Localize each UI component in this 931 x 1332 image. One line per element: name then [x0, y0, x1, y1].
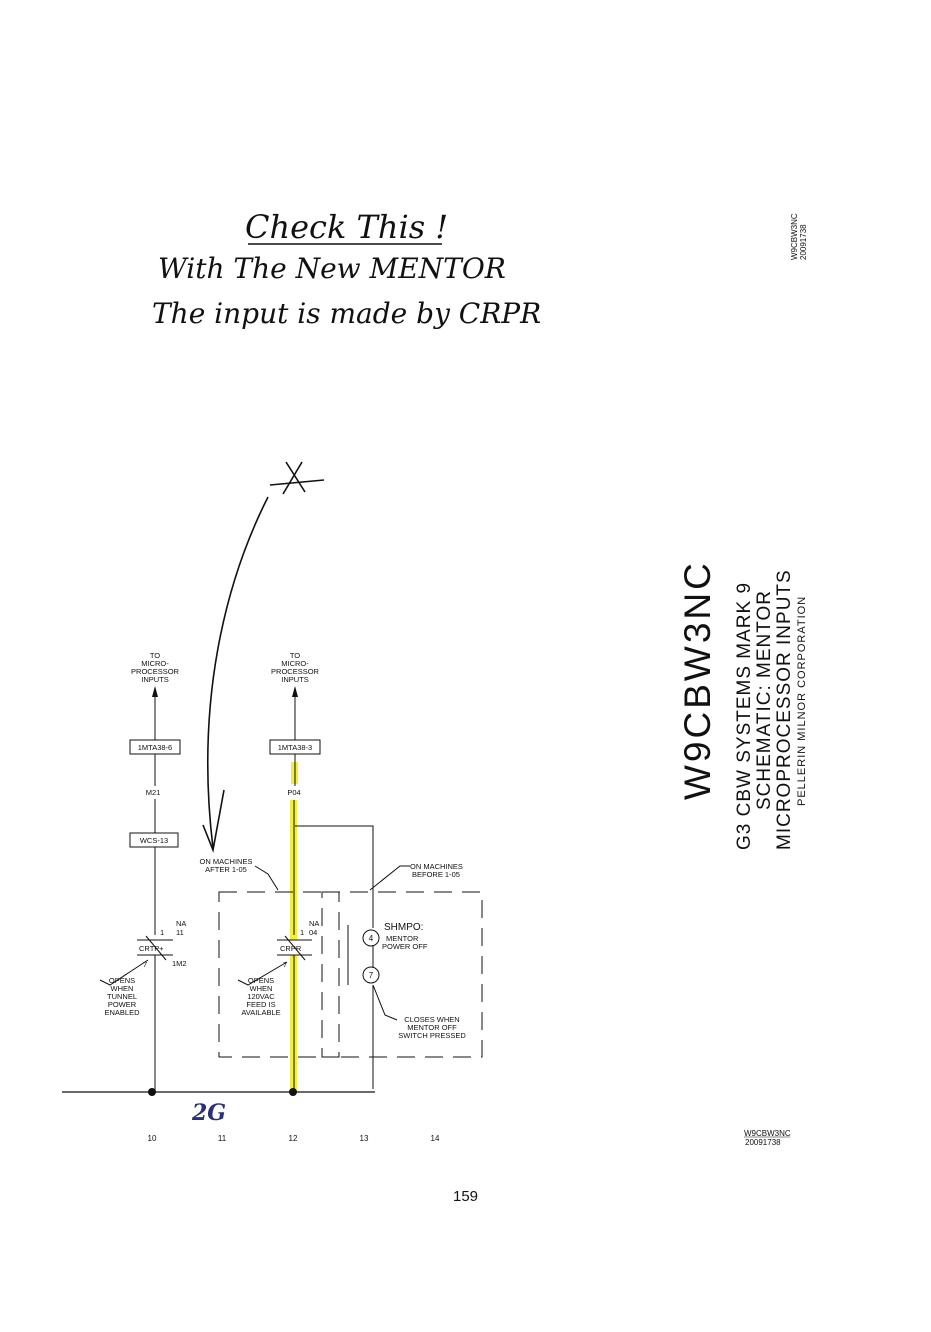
ground-node-right — [289, 1088, 297, 1096]
arrowhead — [202, 789, 225, 853]
left-circuit: TO MICRO- PROCESSOR INPUTS 1MTA38-6 M21 … — [99, 651, 187, 1092]
right-contact-slash — [284, 935, 306, 961]
after-1-05-box — [218, 891, 340, 1058]
switch-name: SHMPO: — [384, 922, 423, 933]
left-ref-label: 1M2 — [172, 959, 187, 968]
column-number: 12 — [289, 1134, 298, 1143]
left-dest-line2: MICRO- — [141, 659, 169, 668]
title-line-3: MICROPROCESSOR INPUTS — [774, 569, 795, 850]
drawing-code-bottom-line1: W9CBW3NC — [744, 1129, 791, 1138]
left-na-bottom: 11 — [176, 928, 184, 937]
left-contact-slash — [145, 935, 167, 961]
right-note-leader — [237, 961, 288, 986]
switch-pin-top: 4 — [369, 934, 374, 943]
title-block: W9CBW3NC G3 CBW SYSTEMS MARK 9 SCHEMATIC… — [677, 560, 808, 850]
cross-line — [269, 479, 325, 486]
after-label-1: ON MACHINES — [200, 857, 253, 866]
right-note-1: OPENS — [248, 976, 274, 985]
left-dest-line4: INPUTS — [141, 675, 169, 684]
before-label-leader — [369, 865, 410, 891]
right-pin-top: 1 — [300, 928, 304, 937]
right-na-bottom: 04 — [309, 928, 317, 937]
right-note-5: AVAILABLE — [241, 1008, 280, 1017]
handwritten-note: Check This ! With The New MENTOR The inp… — [152, 208, 541, 330]
column-numbers: 10 11 12 13 14 — [148, 1134, 440, 1143]
switch-desc-2: POWER OFF — [382, 942, 428, 951]
right-dest-line4: INPUTS — [281, 675, 309, 684]
right-note-4: FEED IS — [246, 1000, 275, 1009]
switch-desc-1: MENTOR — [386, 934, 419, 943]
left-note-4: POWER — [108, 1000, 137, 1009]
column-number: 13 — [360, 1134, 369, 1143]
left-note-3: TUNNEL — [107, 992, 137, 1001]
page-number: 159 — [452, 1188, 479, 1205]
right-wire-label: P04 — [287, 788, 300, 797]
left-note-2: WHEN — [111, 984, 134, 993]
right-connector-label: 1MTA38-3 — [278, 743, 312, 752]
right-dest-line1: TO — [290, 651, 300, 660]
before-1-05-box — [321, 891, 483, 1058]
drawing-code-top: W9CBW3NC 20091738 — [790, 213, 808, 260]
left-pin-bottom: 7 — [143, 960, 147, 969]
right-pin-bottom: 7 — [283, 960, 287, 969]
switch-pin-7-circle — [362, 966, 380, 984]
option-boxes — [218, 891, 483, 1058]
switch-note-2: MENTOR OFF — [407, 1023, 457, 1032]
title-line-2: SCHEMATIC: MENTOR — [754, 590, 775, 810]
right-note-3: 120VAC — [247, 992, 275, 1001]
column-number: 10 — [148, 1134, 157, 1143]
right-circuit: TO MICRO- PROCESSOR INPUTS 1MTA38-3 P04 … — [237, 651, 321, 1092]
shmpo-circuit — [295, 825, 398, 1089]
right-dest-line2: MICRO- — [281, 659, 309, 668]
left-connector-label: 1MTA38-6 — [138, 743, 172, 752]
title-code: W9CBW3NC — [677, 560, 718, 800]
drawing-code-top-line1: W9CBW3NC — [790, 213, 799, 260]
left-pin-top: 1 — [160, 928, 164, 937]
left-note-leader — [99, 959, 149, 986]
before-label-2: BEFORE 1-05 — [412, 870, 460, 879]
right-contact-label: CRPR — [280, 944, 302, 953]
left-wire-label: M21 — [146, 788, 161, 797]
drawing-code-top-line2: 20091738 — [799, 224, 808, 260]
left-dest-line1: TO — [150, 651, 160, 660]
switch-note-leader — [372, 984, 398, 1021]
right-note-2: WHEN — [250, 984, 273, 993]
switch-pin-4-circle — [362, 929, 380, 947]
left-terminal-label: WCS-13 — [140, 836, 168, 845]
column-number: 11 — [218, 1134, 227, 1143]
left-dest-line3: PROCESSOR — [131, 667, 180, 676]
column-number: 14 — [431, 1134, 440, 1143]
ground-node-left — [148, 1088, 156, 1096]
handwritten-arrow — [202, 461, 325, 853]
left-terminal-box — [129, 832, 179, 848]
left-contact-label: CRTP+ — [139, 944, 164, 953]
left-na-top: NA — [176, 919, 186, 928]
note-line-3: The input is made by CRPR — [152, 297, 541, 330]
bypass-wire-top — [295, 825, 374, 928]
right-dest-line3: PROCESSOR — [271, 667, 320, 676]
arrow-curve — [206, 496, 269, 849]
title-company: PELLERIN MILNOR CORPORATION — [796, 596, 808, 806]
switch-pin-bottom: 7 — [369, 971, 374, 980]
cross-mark — [282, 461, 306, 495]
left-up-arrow — [152, 686, 158, 697]
ground-tag: 2G — [191, 1100, 226, 1126]
switch-note-1: CLOSES WHEN — [404, 1015, 459, 1024]
after-label-leader — [254, 865, 279, 891]
right-na-top: NA — [309, 919, 319, 928]
title-line-1: G3 CBW SYSTEMS MARK 9 — [734, 582, 755, 850]
left-note-5: ENABLED — [104, 1008, 140, 1017]
drawing-code-bottom-line2: 20091738 — [745, 1138, 781, 1147]
switch-note-3: SWITCH PRESSED — [398, 1031, 466, 1040]
right-up-arrow — [292, 686, 298, 697]
left-note-1: OPENS — [109, 976, 135, 985]
after-label-2: AFTER 1-05 — [205, 865, 247, 874]
before-label-1: ON MACHINES — [410, 862, 463, 871]
note-line-1: Check This ! — [245, 208, 448, 246]
note-line-2: With The New MENTOR — [158, 252, 506, 285]
